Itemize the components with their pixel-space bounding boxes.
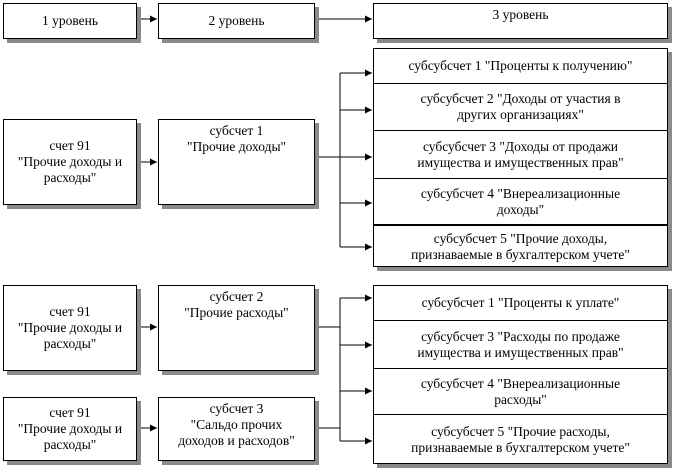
subsubaccount-list-income: субсубсчет 1 "Проценты к получению" субс… bbox=[373, 48, 668, 267]
subsubaccount-expense-1: субсубсчет 1 "Проценты к уплате" bbox=[374, 286, 667, 321]
subsubaccount-income-2-label: субсубсчет 2 "Доходы от участия в других… bbox=[420, 91, 621, 122]
subaccount-1-label: субсчет 1 "Прочие доходы" bbox=[186, 123, 287, 154]
subsubaccount-income-2: субсубсчет 2 "Доходы от участия в других… bbox=[374, 84, 667, 131]
subsubaccount-expense-4-label: субсубсчет 4 "Внереализационные расходы" bbox=[420, 375, 621, 407]
subsubaccount-income-1-label: субсубсчет 1 "Проценты к получению" bbox=[408, 58, 633, 73]
account-91-label: счет 91 "Прочие доходы и расходы" bbox=[17, 304, 123, 351]
subsubaccount-expense-5-label: субсубсчет 5 "Прочие расходы, признаваем… bbox=[411, 423, 630, 455]
subaccount-3-box: субсчет 3 "Сальдо прочих доходов и расхо… bbox=[158, 397, 315, 461]
subsubaccount-income-5: субсубсчет 5 "Прочие доходы, признаваемы… bbox=[374, 226, 667, 267]
level-3-header: 3 уровень bbox=[373, 3, 668, 39]
subsubaccount-income-5-label: субсубсчет 5 "Прочие доходы, признаваемы… bbox=[411, 230, 630, 262]
subsubaccount-income-4: субсубсчет 4 "Внереализационные доходы" bbox=[374, 179, 667, 226]
subsubaccount-expense-4: субсубсчет 4 "Внереализационные расходы" bbox=[374, 369, 667, 415]
subaccount-1-box: субсчет 1 "Прочие доходы" bbox=[158, 119, 315, 205]
subsubaccount-income-4-label: субсубсчет 4 "Внереализационные доходы" bbox=[420, 185, 621, 217]
level-2-header: 2 уровень bbox=[158, 3, 315, 39]
account-91-box-1: счет 91 "Прочие доходы и расходы" bbox=[3, 119, 137, 205]
subsubaccount-list-expenses: субсубсчет 1 "Проценты к уплате" субсубс… bbox=[373, 285, 668, 464]
account-91-box-2: счет 91 "Прочие доходы и расходы" bbox=[3, 285, 137, 371]
subaccount-3-label: субсчет 3 "Сальдо прочих доходов и расхо… bbox=[178, 401, 295, 448]
subsubaccount-expense-5: субсубсчет 5 "Прочие расходы, признаваем… bbox=[374, 415, 667, 464]
subsubaccount-expense-3-label: субсубсчет 3 "Расходы по продаже имущест… bbox=[417, 328, 624, 360]
subsubaccount-income-1: субсубсчет 1 "Проценты к получению" bbox=[374, 49, 667, 84]
level-1-header: 1 уровень bbox=[3, 3, 137, 39]
account-91-box-3: счет 91 "Прочие доходы и расходы" bbox=[3, 397, 137, 461]
subaccount-2-box: субсчет 2 "Прочие расходы" bbox=[158, 285, 315, 371]
level-2-label: 2 уровень bbox=[208, 13, 265, 28]
subsubaccount-income-3: субсубсчет 3 "Доходы от продажи имуществ… bbox=[374, 131, 667, 179]
subsubaccount-income-3-label: субсубсчет 3 "Доходы от продажи имуществ… bbox=[417, 138, 624, 170]
level-1-label: 1 уровень bbox=[41, 13, 99, 28]
account-91-label: счет 91 "Прочие доходы и расходы" bbox=[17, 405, 123, 452]
subaccount-2-label: субсчет 2 "Прочие расходы" bbox=[184, 289, 289, 320]
level-3-label: 3 уровень bbox=[492, 7, 549, 22]
subsubaccount-expense-1-label: субсубсчет 1 "Проценты к уплате" bbox=[421, 295, 620, 310]
subsubaccount-expense-3: субсубсчет 3 "Расходы по продаже имущест… bbox=[374, 321, 667, 369]
account-91-label: счет 91 "Прочие доходы и расходы" bbox=[17, 138, 123, 185]
